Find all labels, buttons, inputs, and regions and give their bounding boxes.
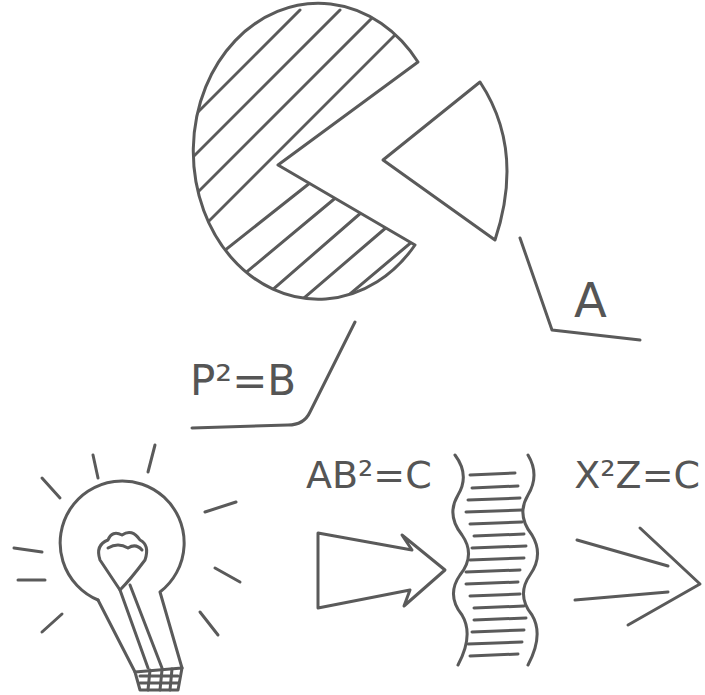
lightbulb <box>60 481 184 690</box>
formula-label: AB²=C <box>306 456 432 494</box>
formula-label: P²=B <box>190 360 296 402</box>
formula-label: A <box>574 276 607 324</box>
block-arrow <box>318 533 445 608</box>
formula-label: X²Z=C <box>574 456 700 494</box>
leader-line <box>520 238 640 340</box>
wavy-wall <box>453 455 538 665</box>
pie-wedge <box>383 82 507 240</box>
open-arrow <box>575 528 700 625</box>
pie-hatching <box>150 10 420 315</box>
